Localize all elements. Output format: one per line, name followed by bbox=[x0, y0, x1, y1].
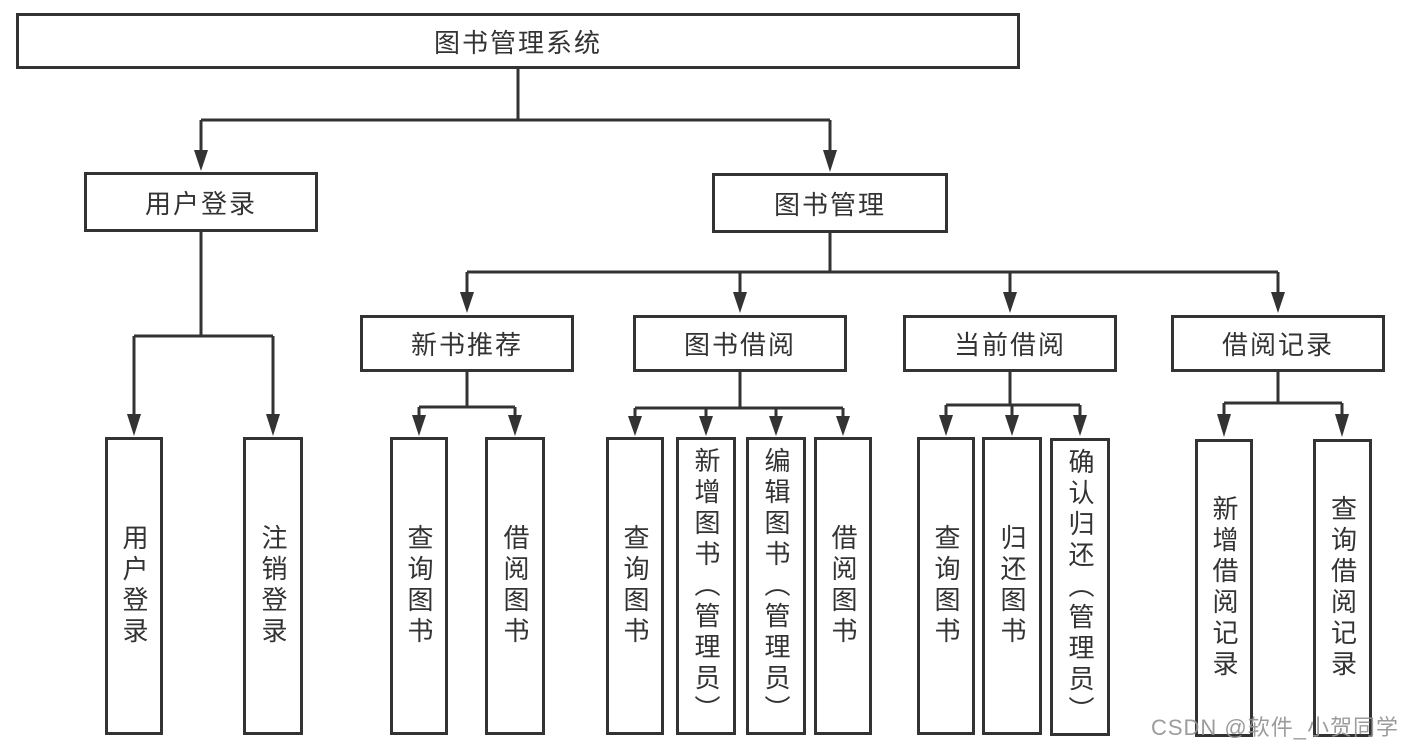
leaf-confirm-return-admin: 确认归还（管理员） bbox=[1050, 438, 1110, 736]
leaf-borrow-books: 借阅图书 bbox=[814, 437, 872, 735]
leaf-return-books: 归还图书 bbox=[982, 437, 1042, 735]
watermark-text: CSDN @软件_小贺同学 bbox=[1150, 715, 1399, 740]
leaf-user-login: 用户登录 bbox=[105, 437, 163, 735]
node-new-book-recommend: 新书推荐 bbox=[360, 315, 574, 372]
node-book-borrow: 图书借阅 bbox=[633, 315, 847, 372]
node-current-borrow: 当前借阅 bbox=[903, 315, 1117, 372]
leaf-add-borrow-record: 新增借阅记录 bbox=[1195, 439, 1253, 737]
leaf-query-books-current: 查询图书 bbox=[917, 437, 975, 735]
leaf-logout: 注销登录 bbox=[243, 437, 303, 735]
leaf-query-books-borrow: 查询图书 bbox=[606, 437, 664, 735]
node-library-management-system: 图书管理系统 bbox=[16, 13, 1020, 69]
node-borrow-records: 借阅记录 bbox=[1171, 315, 1385, 372]
leaf-borrow-books-recommend: 借阅图书 bbox=[485, 437, 545, 735]
node-book-management: 图书管理 bbox=[712, 173, 948, 233]
arrowhead-icons bbox=[127, 150, 1349, 437]
node-user-login: 用户登录 bbox=[84, 172, 318, 232]
leaf-edit-book-admin: 编辑图书（管理员） bbox=[746, 437, 806, 735]
leaf-add-book-admin: 新增图书（管理员） bbox=[676, 437, 736, 735]
leaf-query-books-recommend: 查询图书 bbox=[390, 437, 448, 735]
leaf-query-borrow-record: 查询借阅记录 bbox=[1313, 439, 1372, 737]
